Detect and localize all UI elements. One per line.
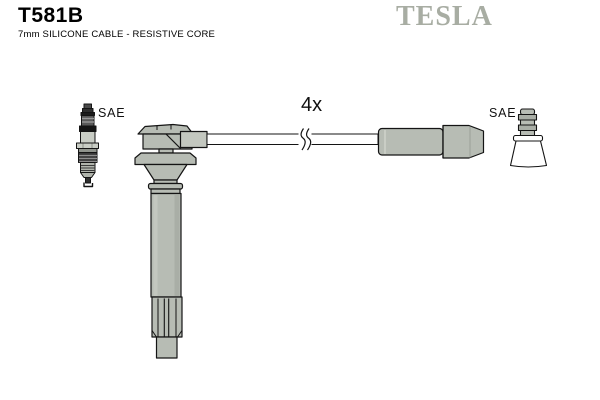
cable-end-connector-icon: [377, 124, 485, 159]
sae-label-left: SAE: [98, 106, 125, 120]
brand-logo: TESLA: [396, 1, 493, 32]
spark-plug-icon: [76, 103, 99, 188]
coil-end-terminal-boot-icon: [509, 108, 548, 168]
part-number: T581B: [18, 4, 84, 27]
product-subtitle: 7mm SILICONE CABLE - RESISTIVE CORE: [18, 29, 216, 40]
cable-break-icon: [300, 128, 312, 151]
ignition-cable-icon: [206, 128, 379, 151]
spark-plug-boot-icon: [134, 123, 208, 359]
sae-label-right: SAE: [489, 106, 516, 120]
quantity-label: 4x: [301, 94, 322, 116]
